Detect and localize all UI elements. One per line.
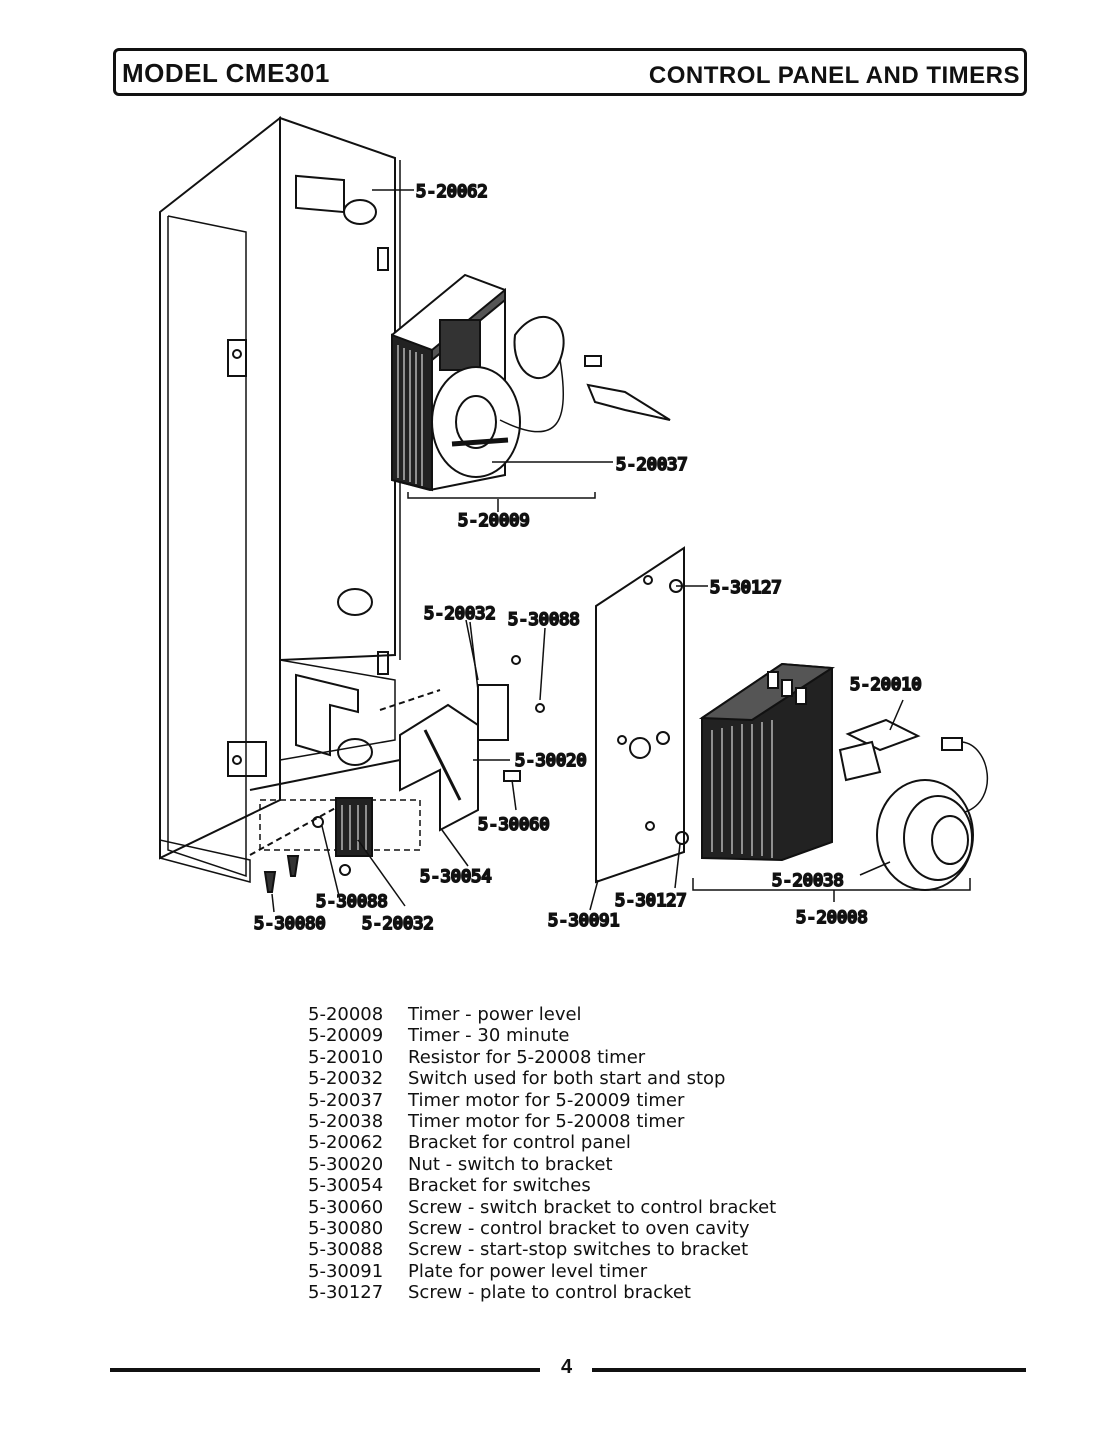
part-number: 5-20037	[308, 1089, 384, 1111]
parts-row: 5-20010 Resistor for 5-20008 timer	[308, 1047, 776, 1068]
part-number: 5-20032	[308, 1068, 384, 1090]
callout-5-30127-bottom: 5-30127	[615, 891, 687, 911]
callout-5-20032-bottom: 5-20032	[362, 914, 434, 934]
callout-5-20008: 5-20008	[796, 908, 868, 928]
switch-bracket-30054	[399, 621, 509, 832]
part-description: Plate for power level timer	[408, 1260, 648, 1282]
part-number: 5-30080	[308, 1218, 384, 1240]
header-frame	[113, 48, 1027, 96]
part-number: 5-30127	[308, 1282, 384, 1304]
part-description: Screw - switch bracket to control bracke…	[408, 1196, 777, 1218]
callout-5-30091: 5-30091	[548, 911, 620, 931]
part-description: Timer - power level	[408, 1004, 582, 1025]
callout-5-20037: 5-20037	[616, 455, 688, 475]
part-description: Timer - 30 minute	[408, 1025, 570, 1047]
part-number: 5-20010	[308, 1046, 384, 1068]
resistor-20010	[838, 718, 963, 782]
callout-5-20032-top: 5-20032	[424, 604, 496, 624]
model-title: MODEL CME301	[122, 58, 330, 88]
control-panel-bracket	[159, 115, 441, 883]
section-title: CONTROL PANEL AND TIMERS	[648, 62, 1020, 89]
part-number: 5-20038	[308, 1111, 384, 1133]
parts-row: 5-20062 Bracket for control panel	[308, 1132, 776, 1153]
callout-5-30088-top: 5-30088	[508, 610, 580, 630]
part-number: 5-30020	[308, 1153, 384, 1175]
part-number: 5-20062	[308, 1132, 384, 1154]
part-description: Nut - switch to bracket	[408, 1153, 613, 1175]
footer-rule-left	[110, 1368, 540, 1372]
part-description: Switch used for both start and stop	[408, 1068, 726, 1090]
parts-row: 5-30127 Screw - plate to control bracket	[308, 1282, 776, 1303]
part-number: 5-20009	[308, 1025, 384, 1047]
callout-5-30088-bottom: 5-30088	[316, 892, 388, 912]
part-number: 5-30060	[308, 1196, 384, 1218]
parts-row: 5-30091 Plate for power level timer	[308, 1261, 776, 1282]
timer-power-level	[698, 662, 836, 862]
parts-row: 5-30060 Screw - switch bracket to control…	[308, 1197, 776, 1218]
callout-5-30127-top: 5-30127	[710, 578, 782, 598]
parts-row: 5-20009 Timer - 30 minute	[308, 1025, 776, 1046]
callout-5-30060: 5-30060	[478, 815, 550, 835]
parts-row: 5-20038 Timer motor for 5-20008 timer	[308, 1111, 776, 1132]
parts-row: 5-30088 Screw - start-stop switches to br…	[308, 1239, 776, 1260]
exploded-parts-diagram: 5-20062 5-20037 5-20009 5-30127 5-20032 …	[159, 115, 989, 935]
parts-row: 5-30080 Screw - control bracket to oven c…	[308, 1218, 776, 1239]
timer-motor-20037	[407, 316, 671, 499]
plate-power-level-timer	[595, 546, 689, 884]
page-number: 4	[561, 1356, 573, 1378]
callout-5-30054: 5-30054	[420, 867, 492, 887]
parts-row: 5-30054 Bracket for switches	[308, 1175, 776, 1196]
footer-rule-right	[592, 1368, 1026, 1372]
leader-lines	[271, 189, 971, 913]
callout-5-30080: 5-30080	[254, 914, 326, 934]
callout-5-30020: 5-30020	[515, 751, 587, 771]
part-description: Screw - plate to control bracket	[408, 1282, 691, 1304]
parts-row: 5-30020 Nut - switch to bracket	[308, 1154, 776, 1175]
parts-row: 5-20032 Switch used for both start and st…	[308, 1068, 776, 1089]
part-number: 5-20008	[308, 1004, 384, 1025]
part-number: 5-30091	[308, 1260, 384, 1282]
callout-5-20010: 5-20010	[850, 675, 922, 695]
part-description: Bracket for switches	[408, 1175, 591, 1197]
part-description: Timer motor for 5-20008 timer	[408, 1111, 685, 1133]
callout-5-20038: 5-20038	[772, 871, 844, 891]
part-description: Screw - start-stop switches to bracket	[408, 1239, 749, 1261]
parts-row: 5-20037 Timer motor for 5-20009 timer	[308, 1090, 776, 1111]
part-number: 5-30054	[308, 1175, 384, 1197]
part-number: 5-30088	[308, 1239, 384, 1261]
parts-row: 5-20008 Timer - power level	[308, 1004, 776, 1025]
timer-motor-20038	[876, 741, 989, 891]
small-screws	[263, 655, 545, 893]
part-description: Screw - control bracket to oven cavity	[408, 1218, 750, 1240]
callout-5-20062: 5-20062	[416, 182, 488, 202]
switch-20032	[335, 797, 373, 857]
part-description: Bracket for control panel	[408, 1132, 631, 1154]
part-description: Resistor for 5-20008 timer	[408, 1046, 646, 1068]
part-description: Timer motor for 5-20009 timer	[408, 1089, 685, 1111]
callout-5-20009: 5-20009	[458, 511, 530, 531]
